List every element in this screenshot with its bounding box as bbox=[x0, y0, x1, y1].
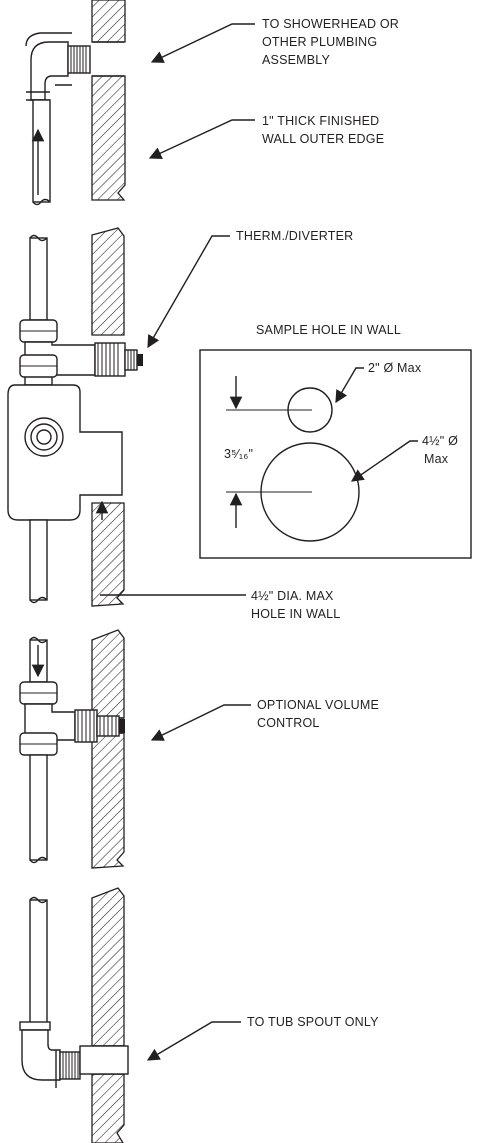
two-inch-label: 2" Ø Max bbox=[368, 361, 422, 375]
wall-hatch bbox=[91, 629, 125, 719]
dimension-label: 3⁵⁄₁₆" bbox=[224, 447, 253, 461]
rough-valve-body bbox=[7, 384, 123, 521]
showerhead-label: TO SHOWERHEAD OR bbox=[262, 17, 399, 31]
four-half-label: 4½" Ø bbox=[422, 434, 458, 448]
section-volume-control: OPTIONAL VOLUME CONTROL bbox=[19, 629, 379, 869]
four-half-label: Max bbox=[424, 452, 449, 466]
volume-control-label: OPTIONAL VOLUME bbox=[257, 698, 379, 712]
showerhead-label: OTHER PLUMBING bbox=[262, 35, 377, 49]
dia-max-label: 4½" DIA. MAX bbox=[251, 589, 334, 603]
section-therm-diverter: THERM./DIVERTER 4½" DIA. MAX HOLE IN WAL… bbox=[7, 227, 353, 621]
wall-hatch bbox=[91, 732, 125, 869]
wall-hatch bbox=[91, 227, 125, 336]
wall-hatch bbox=[91, 887, 125, 1047]
wall-edge-label: WALL OUTER EDGE bbox=[262, 132, 384, 146]
tub-spout-elbow bbox=[21, 1029, 61, 1081]
dia-max-label: HOLE IN WALL bbox=[251, 607, 340, 621]
wall-hatch bbox=[91, 75, 126, 201]
wall-edge-label: 1" THICK FINISHED bbox=[262, 114, 379, 128]
volume-control-label: CONTROL bbox=[257, 716, 320, 730]
sample-hole-frame bbox=[199, 349, 472, 559]
section-tub-spout: TO TUB SPOUT ONLY bbox=[19, 887, 379, 1143]
elbow-pipe bbox=[30, 41, 69, 101]
wall-hatch bbox=[91, 502, 125, 607]
section-showerhead: TO SHOWERHEAD OR OTHER PLUMBING ASSEMBLY… bbox=[25, 0, 399, 206]
tub-spout-label: TO TUB SPOUT ONLY bbox=[247, 1015, 379, 1029]
therm-diverter-label: THERM./DIVERTER bbox=[236, 229, 353, 243]
showerhead-label: ASSEMBLY bbox=[262, 53, 331, 67]
sample-hole-panel: SAMPLE HOLE IN WALL 3⁵⁄₁₆" 2" Ø Max 4½" … bbox=[199, 323, 472, 559]
wall-hatch bbox=[91, 1073, 125, 1143]
wall-hatch bbox=[91, 0, 126, 43]
supply-pipe bbox=[32, 99, 51, 203]
sample-hole-title: SAMPLE HOLE IN WALL bbox=[256, 323, 401, 337]
